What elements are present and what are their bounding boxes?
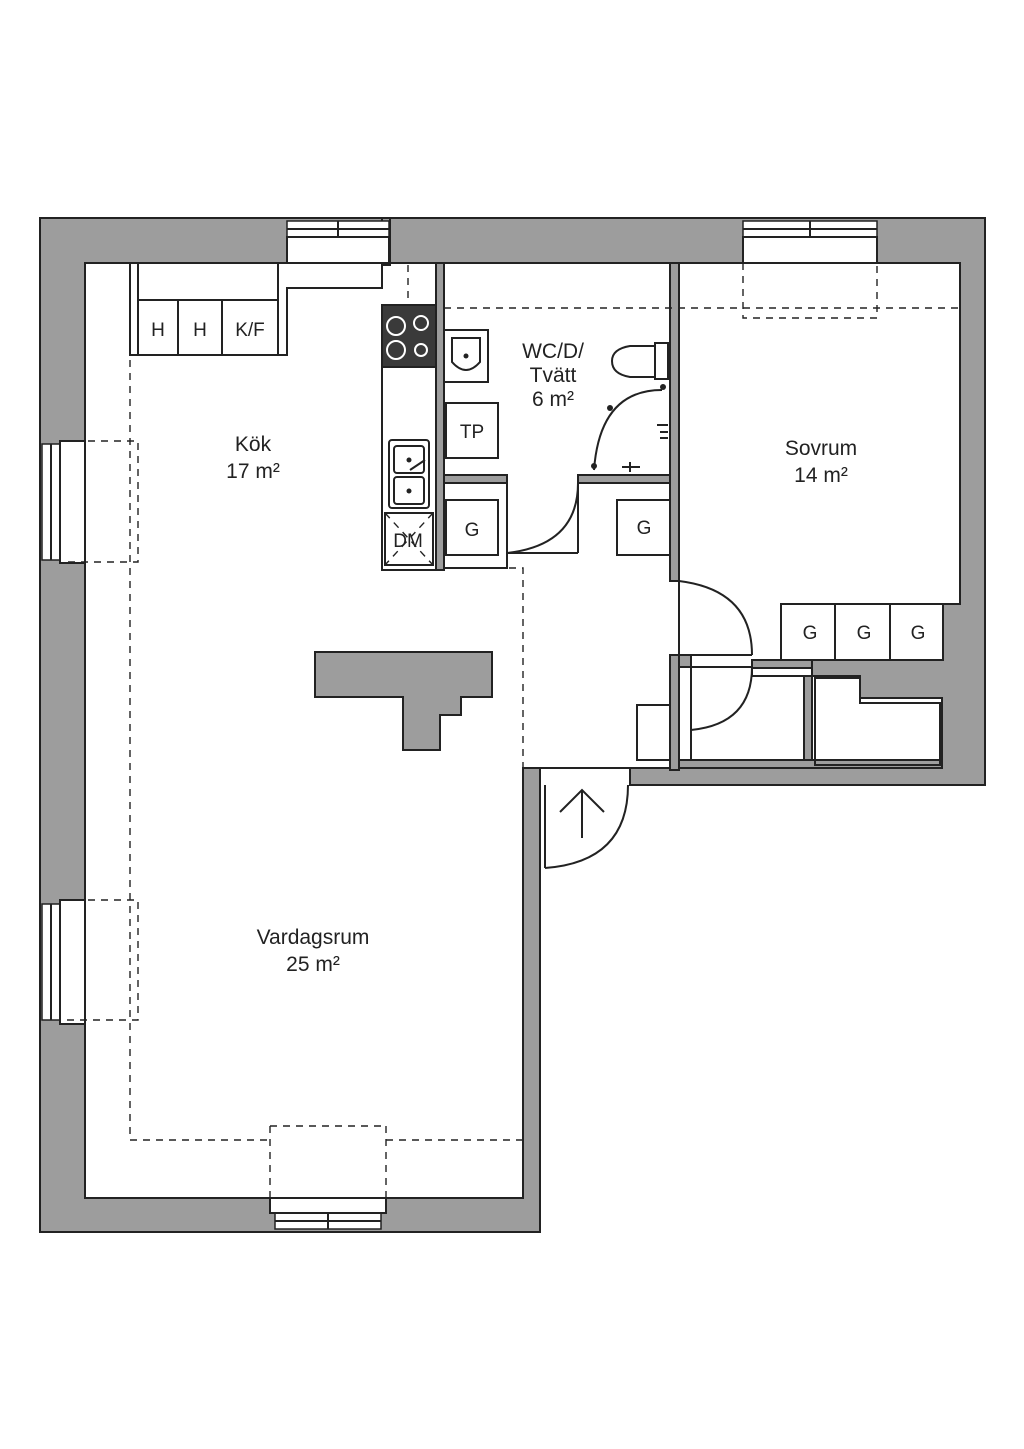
bedroom-wardrobe-3: G xyxy=(911,623,926,644)
dishwasher-label: DM xyxy=(393,531,423,552)
tumble-dryer-icon xyxy=(445,402,499,459)
bedroom-wardrobe-2: G xyxy=(857,623,872,644)
toilet-icon xyxy=(610,342,669,390)
kitchen-area: 17 m² xyxy=(226,460,280,483)
kitchen-name: Kök xyxy=(235,433,272,456)
living-room-area: 25 m² xyxy=(286,953,340,976)
storage-closets xyxy=(690,666,941,766)
fridge-freezer: K/F xyxy=(235,320,265,341)
window-recesses xyxy=(59,236,878,1214)
bedroom-name: Sovrum xyxy=(785,437,857,460)
hall-shelf xyxy=(636,704,671,761)
dishwasher-icon xyxy=(384,512,434,566)
stove-icon xyxy=(381,304,437,368)
kitchen-sink-icon xyxy=(388,439,430,509)
hall-closet-2 xyxy=(616,499,671,556)
dashed-overhead-lines xyxy=(62,263,960,1198)
bathroom-door xyxy=(506,482,579,554)
hall-closet-label-1: G xyxy=(465,520,480,541)
living-room-name: Vardagsrum xyxy=(257,926,370,949)
bedroom-wardrobe-1: G xyxy=(803,623,818,644)
hall-closet-label-2: G xyxy=(637,518,652,539)
bedroom-area: 14 m² xyxy=(794,464,848,487)
shower-icon xyxy=(591,389,668,472)
kitchen-cabinet-h1: H xyxy=(151,320,165,341)
entrance-door xyxy=(544,784,629,869)
kitchen-cabinet-h2: H xyxy=(193,320,207,341)
bedroom-wardrobes xyxy=(780,603,944,661)
bathroom-name-line1: WC/D/ xyxy=(522,340,584,363)
windows xyxy=(41,220,878,1230)
bedroom-door xyxy=(678,580,753,656)
chimney xyxy=(314,651,493,751)
bathroom-area: 6 m² xyxy=(532,388,574,411)
exterior-walls xyxy=(39,217,986,1233)
tumble-dryer-label: TP xyxy=(460,422,484,443)
hall-closet xyxy=(443,482,508,569)
washbasin-icon xyxy=(443,329,489,383)
bathroom-name-line2: Tvätt xyxy=(530,364,577,387)
